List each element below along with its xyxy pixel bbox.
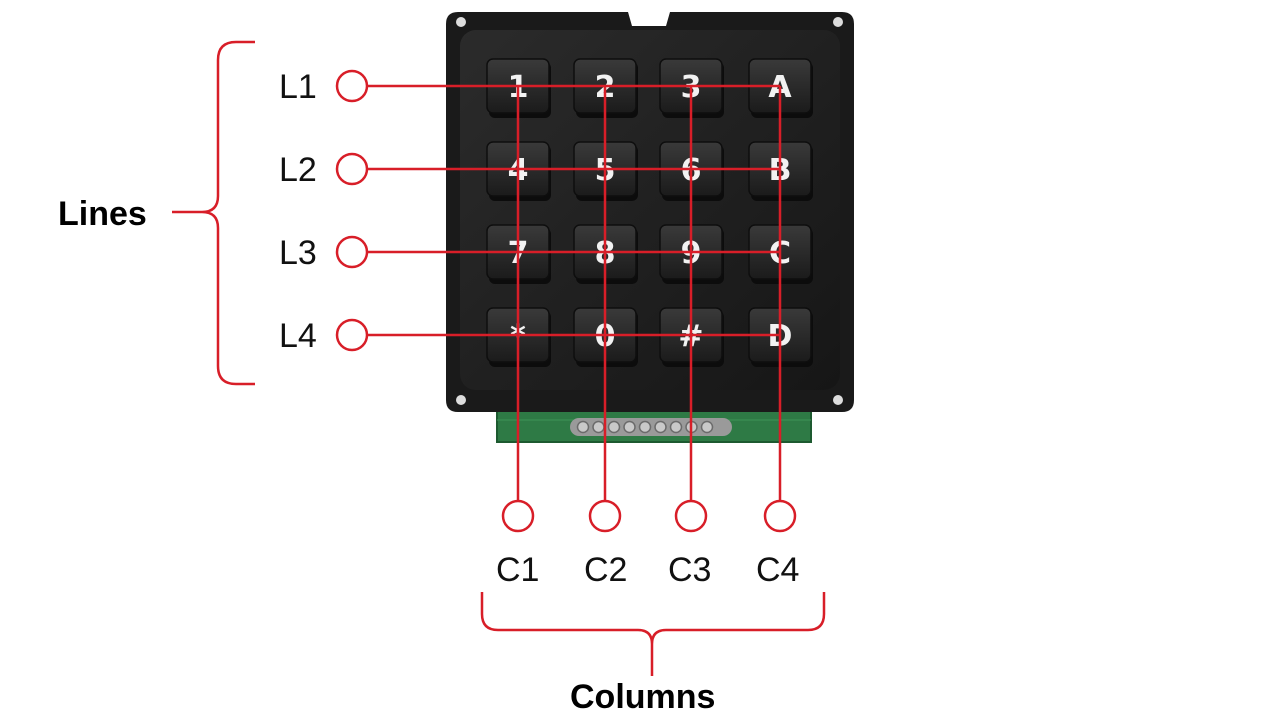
- line-wire-1: [335, 69, 780, 103]
- connector-pin: [654, 420, 667, 434]
- column-wire-2: [588, 86, 622, 533]
- connector-pins: [576, 420, 714, 434]
- wiring: [335, 69, 797, 533]
- columns-group-label: Columns: [570, 678, 716, 716]
- connector-pin: [576, 420, 590, 434]
- column-label-c1: C1: [496, 551, 540, 589]
- line-wire-2: [335, 152, 780, 186]
- line-terminal: [335, 235, 369, 269]
- column-wire-4: [763, 86, 797, 533]
- column-terminal: [763, 499, 797, 533]
- connector-pin: [623, 420, 636, 434]
- lines-brace: [172, 40, 255, 386]
- mount-hole-bl: [456, 395, 466, 405]
- line-terminal: [335, 152, 369, 186]
- column-label-c3: C3: [668, 551, 712, 589]
- connector-pin: [700, 420, 714, 434]
- column-terminal: [501, 499, 535, 533]
- key-B: B: [748, 141, 813, 201]
- connector-pin: [638, 420, 652, 434]
- line-terminal: [335, 69, 369, 103]
- column-wire-1: [501, 86, 535, 533]
- mount-hole-br: [833, 395, 843, 405]
- line-terminal: [335, 318, 369, 352]
- mount-hole-tr: [833, 17, 843, 27]
- column-terminal: [588, 499, 622, 533]
- mount-hole-tl: [456, 17, 466, 27]
- column-terminal: [674, 499, 708, 533]
- line-label-l1: L1: [279, 68, 317, 106]
- column-wire-3: [674, 86, 708, 533]
- line-label-l4: L4: [279, 317, 317, 355]
- column-label-c4: C4: [756, 551, 800, 589]
- columns-brace: [480, 592, 826, 676]
- line-label-l3: L3: [279, 234, 317, 272]
- column-label-c2: C2: [584, 551, 628, 589]
- line-label-l2: L2: [279, 151, 317, 189]
- connector-pin: [669, 420, 683, 434]
- line-wire-4: [335, 318, 780, 352]
- connector-pin: [592, 420, 605, 434]
- line-wire-3: [335, 235, 780, 269]
- lines-group-label: Lines: [58, 195, 147, 233]
- connector-pin: [607, 420, 621, 434]
